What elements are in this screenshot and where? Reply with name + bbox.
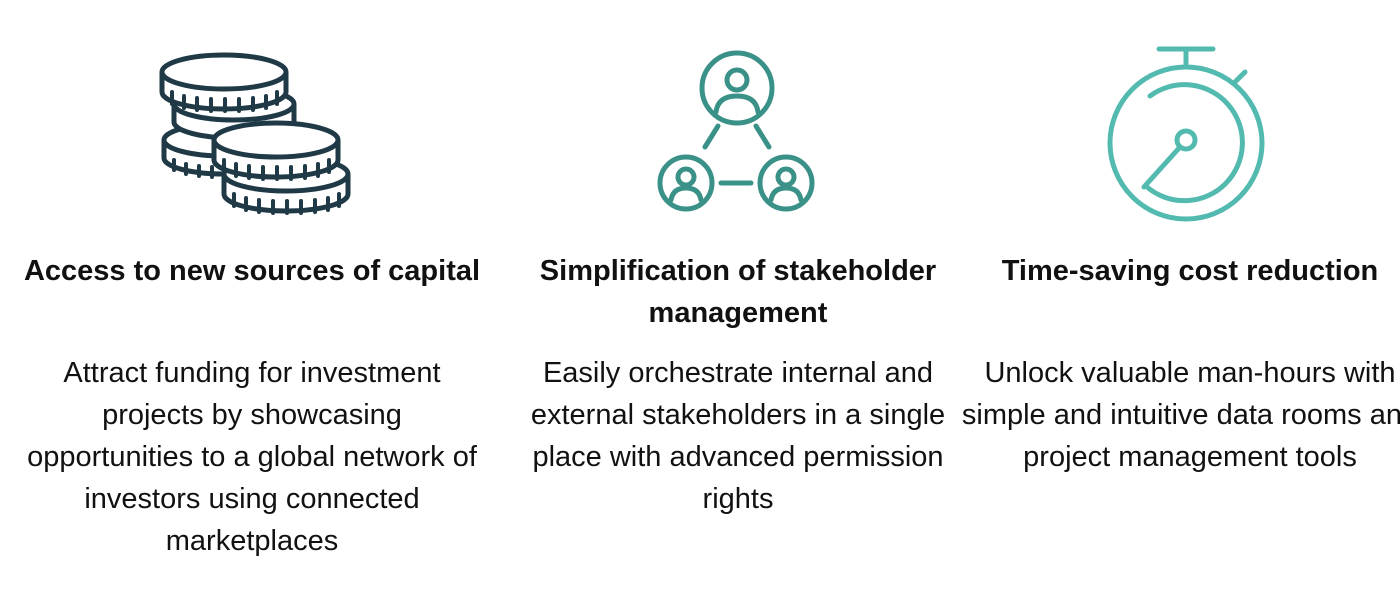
- feature-title: Simplification of stakeholder management: [539, 255, 937, 329]
- feature-title: Access to new sources of capital: [23, 255, 481, 287]
- feature-description: Attract funding for investment projects …: [27, 357, 477, 557]
- feature-icon-container: [508, 0, 968, 240]
- coins-stack-icon: [159, 52, 351, 215]
- feature-description: Easily orchestrate internal and external…: [530, 357, 946, 515]
- feature-capital: Access to new sources of capital Attract…: [22, 0, 482, 597]
- feature-icon-container: [22, 0, 482, 240]
- stopwatch-icon: [1107, 46, 1265, 222]
- feature-stakeholders: Simplification of stakeholder management…: [508, 0, 968, 597]
- stakeholder-network-icon: [657, 50, 815, 212]
- feature-icon-container: [960, 0, 1400, 240]
- feature-title: Time-saving cost reduction: [1001, 255, 1379, 287]
- feature-description: Unlock valuable man-hours with simple an…: [961, 357, 1400, 473]
- feature-time-saving: Time-saving cost reduction Unlock valuab…: [960, 0, 1400, 597]
